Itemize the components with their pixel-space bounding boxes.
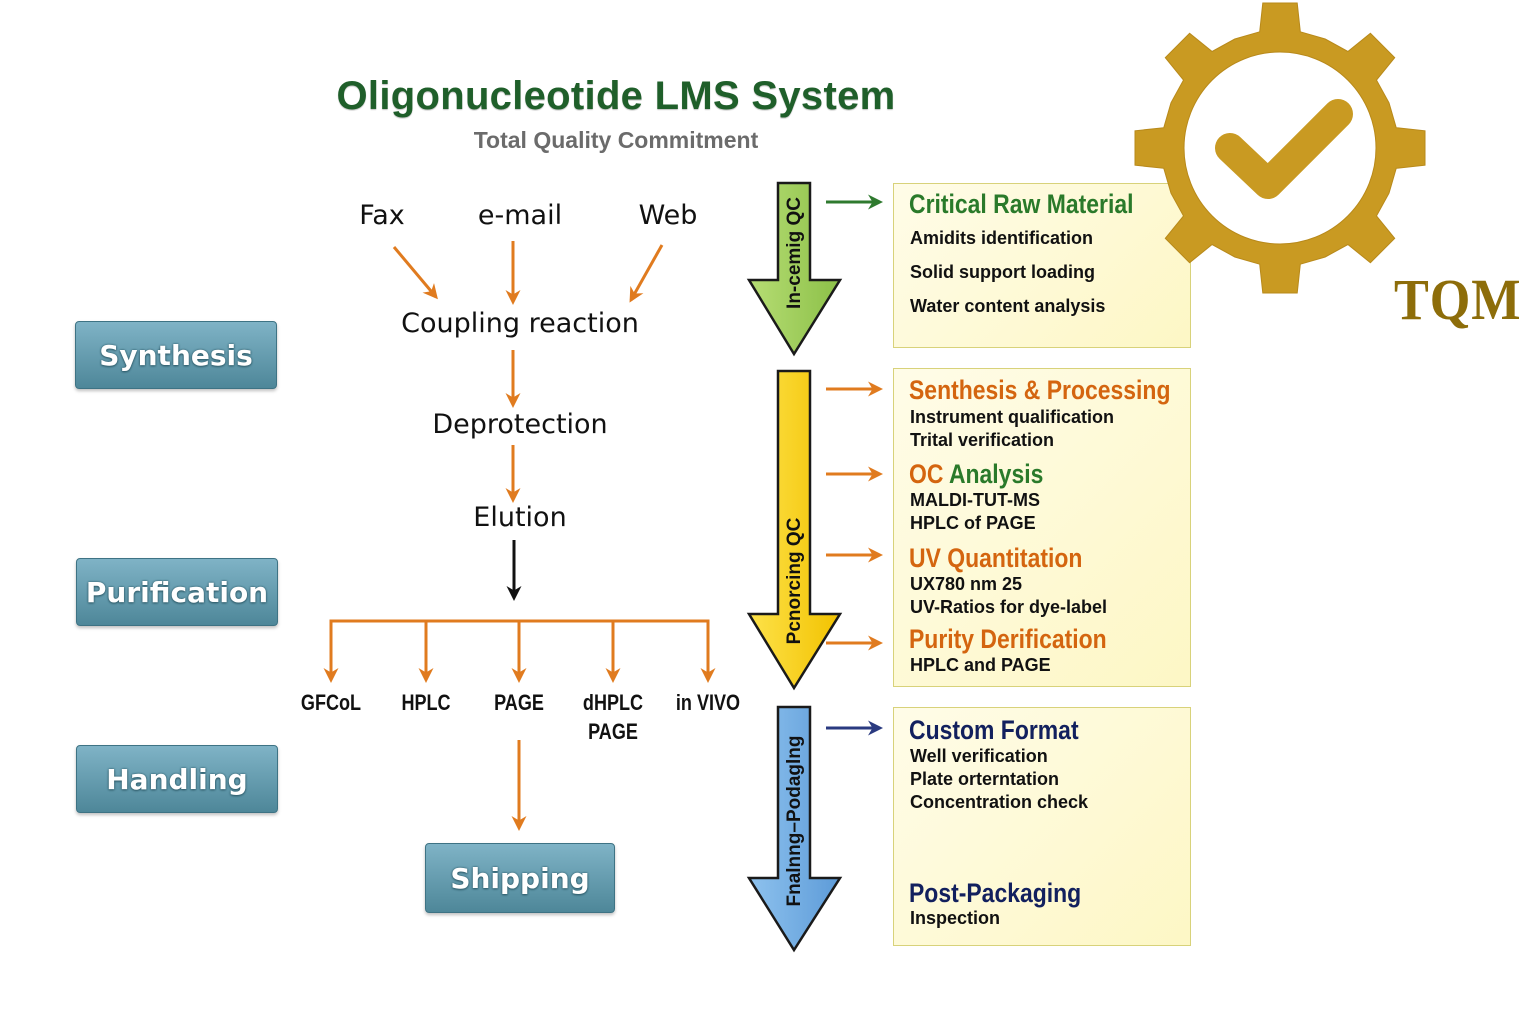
stage-purification-button[interactable]: Purification xyxy=(76,558,278,626)
page-title: Oligonucleotide LMS System xyxy=(336,74,896,118)
qc-item: Solid support loading xyxy=(910,262,1095,282)
processing-qc-arrow xyxy=(746,369,843,691)
source-fax: Fax xyxy=(359,200,405,231)
qc-item: UX780 nm 25 xyxy=(910,574,1023,594)
qc-item: Plate orterntation xyxy=(910,769,1060,789)
qc-heading-post-packaging: Post-Packaging xyxy=(909,878,1082,908)
stage-handling-button[interactable]: Handling xyxy=(76,745,278,813)
qc-item: Well verification xyxy=(910,746,1048,766)
qc-item: Water content analysis xyxy=(910,296,1106,316)
qc-item: UV-Ratios for dye-label xyxy=(910,597,1108,617)
qc-item: Inspection xyxy=(910,908,1001,928)
processing-qc-label: Pcnorcing QC xyxy=(784,517,805,645)
tqm-logo-text: TQM xyxy=(1394,267,1522,332)
shipping-button[interactable]: Shipping xyxy=(425,843,615,913)
step-elution: Elution xyxy=(473,502,567,533)
qc-item: Instrument qualification xyxy=(910,407,1115,427)
qc-box-packaging: Custom Format Well verification Plate or… xyxy=(893,707,1191,946)
stage-synthesis-button[interactable]: Synthesis xyxy=(75,321,277,389)
qc-box-processing: Senthesis & Processing Instrument qualif… xyxy=(893,368,1191,687)
qc-heading-critical-raw-material: Critical Raw Material xyxy=(909,189,1134,219)
qc-item: HPLC of PAGE xyxy=(910,513,1036,533)
source-email: e-mail xyxy=(477,200,563,231)
qc-heading-purity-verification: Purity Derification xyxy=(909,624,1107,654)
method-hplc: HPLC xyxy=(401,690,451,715)
checkmark-icon xyxy=(1215,99,1353,199)
method-branch xyxy=(323,619,716,683)
incoming-qc-label: In-cemig QC xyxy=(784,197,805,309)
qc-item: Trital verification xyxy=(910,430,1055,450)
qc-heading-oc-analysis: OC Analysis xyxy=(909,459,1043,489)
qc-heading-custom-format: Custom Format xyxy=(909,715,1079,745)
qc-box-raw-material: Critical Raw Material Amidits identifica… xyxy=(893,183,1191,348)
qc-heading-synthesis-processing: Senthesis & Processing xyxy=(909,375,1171,405)
qc-item: HPLC and PAGE xyxy=(910,655,1051,675)
packaging-qc-arrow xyxy=(746,705,843,953)
step-coupling-reaction: Coupling reaction xyxy=(401,308,639,339)
qc-heading-oc-part: OC xyxy=(909,459,944,489)
method-in-vivo: in VIVO xyxy=(675,690,741,715)
qc-item: MALDI-TUT-MS xyxy=(910,490,1040,510)
qc-heading-analysis-part: Analysis xyxy=(948,459,1044,489)
source-web: Web xyxy=(638,200,698,231)
arrow-fax-to-coupling xyxy=(392,246,438,300)
incoming-qc-arrow xyxy=(746,181,843,357)
source-arrows xyxy=(392,241,664,305)
method-page: PAGE xyxy=(494,690,544,715)
arrow-web-to-coupling xyxy=(629,244,664,303)
gear-checkmark-icon xyxy=(1134,2,1426,294)
step-deprotection: Deprotection xyxy=(432,409,608,440)
qc-heading-uv-quantitation: UV Quantitation xyxy=(909,543,1083,573)
qc-item: Amidits identification xyxy=(910,228,1094,248)
page-subtitle: Total Quality Commitment xyxy=(473,127,759,153)
method-dhplc-page: dHPLC PAGE xyxy=(582,690,644,744)
method-gfcol: GFCoL xyxy=(300,690,362,715)
packaging-qc-label: Fnalnng–Podaglng xyxy=(784,735,805,907)
qc-item: Concentration check xyxy=(910,792,1089,812)
